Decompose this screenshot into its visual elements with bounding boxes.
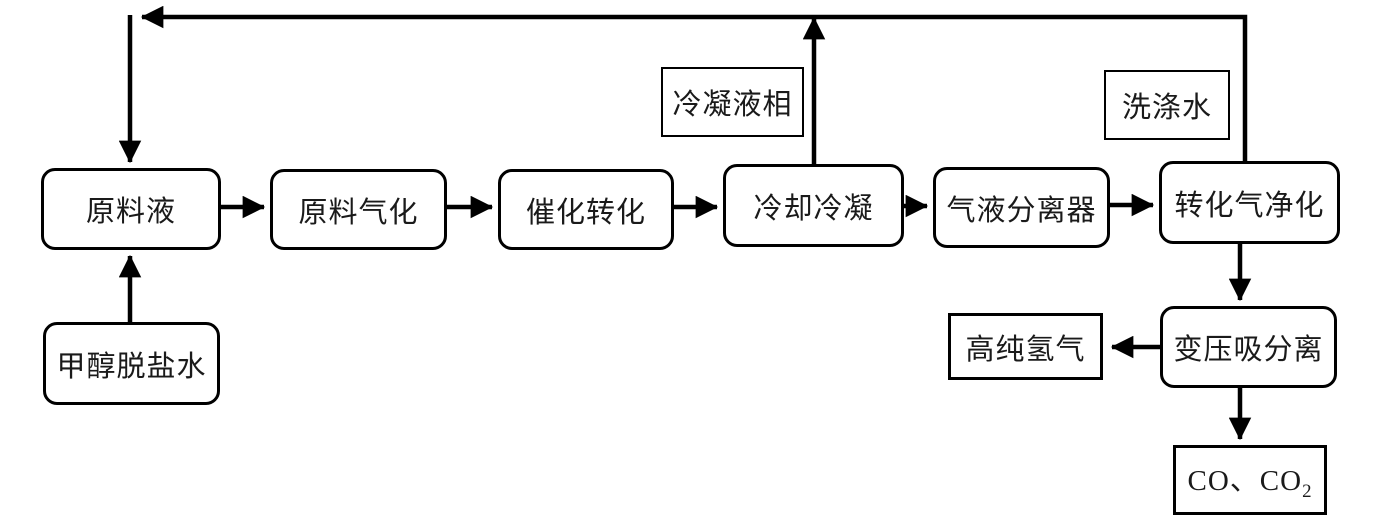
node-methanol-demineralized-water: 甲醇脱盐水 (43, 322, 220, 405)
label-high-purity-hydrogen: 高纯氢气 (948, 313, 1103, 380)
co2-subscript: 2 (1302, 480, 1313, 502)
node-cooling-condensation: 冷却冷凝 (723, 164, 904, 247)
node-label: 催化转化 (525, 196, 646, 229)
node-label: 气液分离器 (946, 194, 1097, 227)
label-co-co2: CO、CO2 (1173, 445, 1327, 515)
label-condensate-liquid-phase: 冷凝液相 (661, 67, 804, 137)
node-raw-material-gasification: 原料气化 (270, 169, 447, 250)
stream-label: 洗涤水 (1121, 92, 1212, 124)
label-wash-water: 洗涤水 (1104, 70, 1230, 140)
node-label: 变压吸分离 (1173, 334, 1324, 366)
stream-label: 高纯氢气 (965, 333, 1086, 366)
node-raw-material-liquid: 原料液 (41, 168, 221, 250)
node-label: 原料液 (85, 196, 176, 228)
node-catalytic-conversion: 催化转化 (498, 169, 674, 250)
stream-label: CO、CO2 (1187, 465, 1313, 502)
node-gas-liquid-separator: 气液分离器 (933, 167, 1110, 248)
node-label: 甲醇脱盐水 (56, 350, 207, 383)
node-label: 原料气化 (298, 196, 419, 229)
node-label: 冷却冷凝 (753, 192, 874, 225)
stream-label: 冷凝液相 (672, 89, 793, 121)
node-psa-separation: 变压吸分离 (1160, 306, 1337, 388)
node-label: 转化气净化 (1174, 189, 1325, 222)
node-reformed-gas-purification: 转化气净化 (1159, 161, 1340, 244)
recycle-top-line-arrow (140, 5, 1248, 161)
